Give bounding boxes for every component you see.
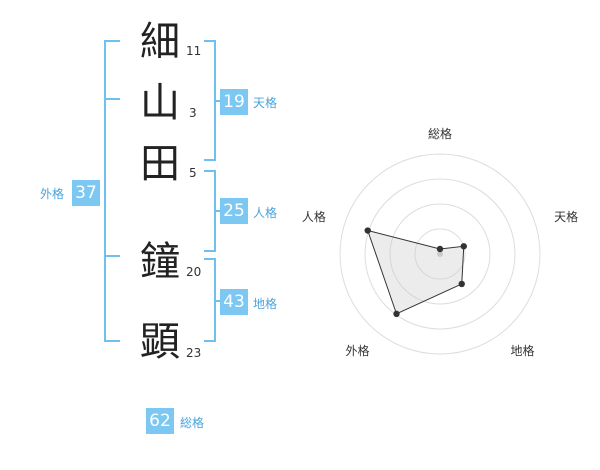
jinkaku-value: 25: [220, 198, 248, 224]
radar-point-2: [460, 243, 467, 250]
stroke-count-3: 5: [189, 166, 197, 180]
stroke-count-1: 11: [186, 44, 202, 58]
radar-point-3: [458, 280, 465, 288]
jinkaku-label: 人格: [253, 206, 278, 220]
tenkaku-value: 19: [220, 89, 248, 115]
radar-ring: [339, 153, 541, 355]
gaikaku-inner-tick: [104, 255, 120, 257]
name-char-2: 山: [140, 80, 180, 126]
name-char-3: 田: [140, 141, 180, 187]
radar-axis-label-3: 地格: [511, 343, 535, 358]
stroke-count-2: 3: [189, 106, 197, 120]
tenkaku-connector: [214, 100, 222, 102]
chikaku-label: 地格: [253, 297, 278, 311]
gaikaku-inner-tick: [104, 98, 120, 100]
name-char-4: 鐘: [140, 239, 180, 285]
gaikaku-label: 外格: [40, 187, 65, 201]
soukaku-value: 62: [146, 408, 174, 434]
radar-ring: [389, 203, 491, 305]
radar-center-dot: [437, 251, 443, 257]
tenkaku-label: 天格: [253, 96, 278, 110]
jinkaku-connector: [214, 210, 222, 212]
radar-axis-label-2: 天格: [554, 209, 578, 224]
radar-ring: [364, 178, 516, 330]
stroke-count-5: 23: [186, 346, 202, 360]
gaikaku-bracket: [104, 40, 120, 342]
gaikaku-value: 37: [72, 180, 100, 206]
radar-point-5: [364, 227, 371, 234]
radar-axis-label-1: 総格: [428, 126, 452, 141]
stroke-count-4: 20: [186, 265, 202, 279]
soukaku-label: 総格: [180, 416, 205, 430]
name-char-1: 細: [140, 19, 180, 65]
radar-point-4: [393, 310, 400, 318]
chikaku-value: 43: [220, 289, 248, 315]
radar-axis-label-5: 人格: [302, 209, 326, 224]
radar-point-1: [436, 245, 444, 253]
name-char-5: 顕: [140, 319, 180, 365]
radar-axis-label-4: 外格: [345, 343, 369, 358]
radar-ring: [414, 228, 466, 280]
chikaku-connector: [214, 300, 222, 302]
